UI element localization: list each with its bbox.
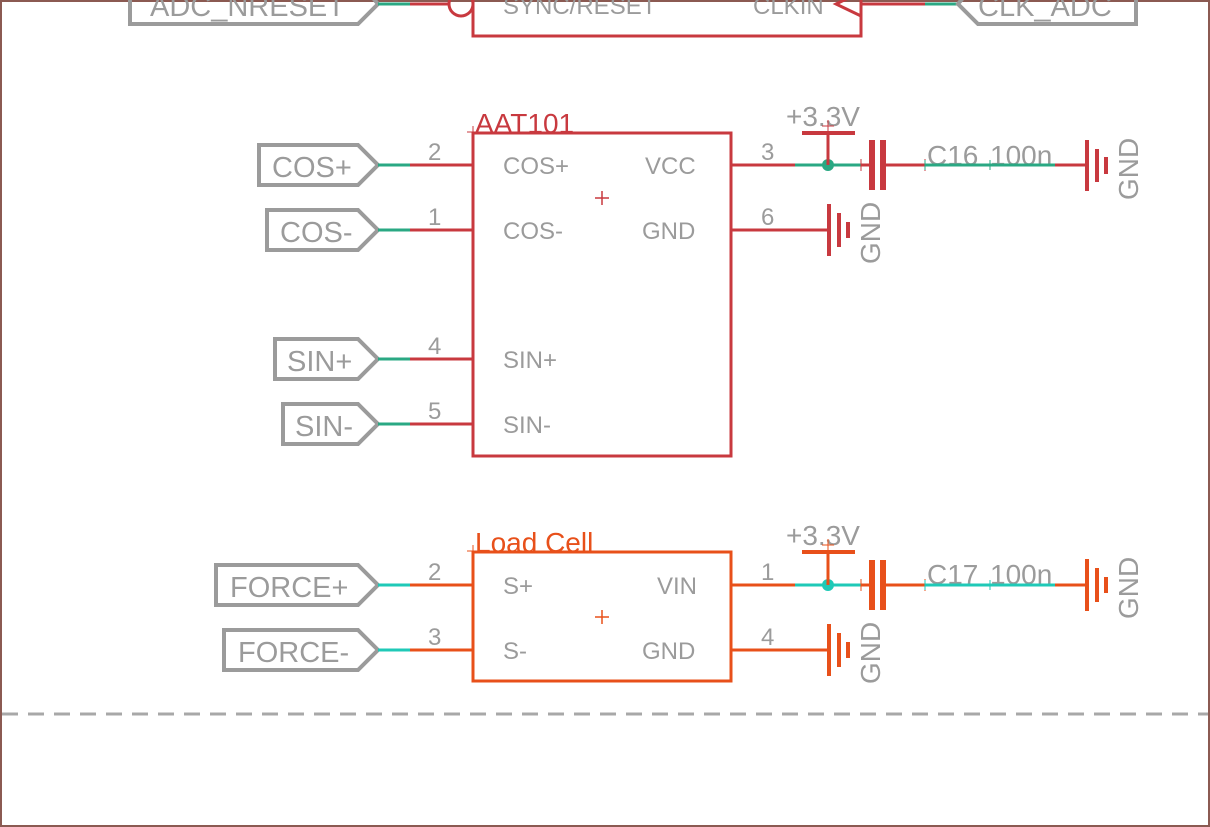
capacitor-c16-plate-1[interactable] <box>869 140 875 190</box>
pin-name-s-neg: S- <box>503 638 527 665</box>
ground-label-aat-pin: GND <box>855 202 886 264</box>
ground-label-c16: GND <box>1113 138 1144 200</box>
ground-symbol-lc-pin-icon <box>827 624 850 676</box>
net-tick-marks-c16 <box>924 160 991 170</box>
net-label-sin-pos: SIN+ <box>287 346 352 378</box>
aat101-part-name: AAT101 <box>475 108 574 139</box>
net-label-sin-neg-flag[interactable] <box>281 402 381 446</box>
net-label-cos-neg: COS- <box>280 217 353 249</box>
net-label-force-neg: FORCE- <box>238 637 349 669</box>
capacitor-c17-plate-1[interactable] <box>869 560 875 610</box>
supply-label-3v3-lc: +3.3V <box>786 520 860 551</box>
pin-number-sin-neg: 5 <box>428 398 441 425</box>
net-label-sin-neg: SIN- <box>295 411 353 443</box>
pin-number-s-pos: 2 <box>428 559 441 586</box>
ground-symbol-c16-icon <box>1085 140 1108 191</box>
net-label-cos-pos-flag[interactable] <box>257 143 381 187</box>
pin-name-sin-neg: SIN- <box>503 412 551 439</box>
pin-number-cos-pos: 2 <box>428 139 441 166</box>
net-label-adc-nreset: ADC_NRESET <box>150 0 345 23</box>
pin-name-cos-pos: COS+ <box>503 153 569 180</box>
pin-name-clkin: CLKIN <box>753 0 824 20</box>
clock-triangle-icon <box>832 0 862 18</box>
net-label-adc-nreset-flag[interactable] <box>128 0 381 26</box>
top-ic-body[interactable] <box>471 0 863 38</box>
pin-number-sin-pos: 4 <box>428 333 441 360</box>
loadcell-body[interactable] <box>471 550 733 683</box>
pin-number-vin: 1 <box>761 559 774 586</box>
net-tick-marks-c17 <box>924 580 991 590</box>
pin-name-vcc: VCC <box>645 153 696 180</box>
net-label-sin-pos-flag[interactable] <box>273 337 381 381</box>
net-label-force-pos: FORCE+ <box>230 572 348 604</box>
net-label-cos-pos: COS+ <box>272 152 352 184</box>
pin-number-gnd-aat: 6 <box>761 204 774 231</box>
supply-label-3v3-aat: +3.3V <box>786 101 860 132</box>
pin-name-vin: VIN <box>657 573 697 600</box>
net-label-force-pos-flag[interactable] <box>214 563 381 607</box>
pin-name-sin-pos: SIN+ <box>503 347 557 374</box>
net-label-force-neg-flag[interactable] <box>222 628 381 672</box>
pin-name-gnd-lc: GND <box>642 638 695 665</box>
pin-number-gnd-lc: 4 <box>761 624 774 651</box>
ground-label-c17: GND <box>1113 557 1144 619</box>
supply-origin-mark-aat <box>822 120 834 132</box>
capacitor-c16-plate-2[interactable] <box>880 140 886 190</box>
aat101-section: AAT101 COS+ 2 COS+ COS- 1 COS- SIN+ 4 SI… <box>257 101 1144 458</box>
pin-number-vcc: 3 <box>761 139 774 166</box>
loadcell-name-origin-mark <box>467 545 479 557</box>
aat101-body[interactable] <box>471 131 733 458</box>
loadcell-part-name: Load Cell <box>475 527 593 558</box>
loadcell-section: Load Cell FORCE+ 2 S+ FORCE- 3 S- VIN 1 … <box>214 520 1144 684</box>
aat101-origin-mark <box>595 191 609 205</box>
pin-number-s-neg: 3 <box>428 624 441 651</box>
inverter-bubble <box>447 0 475 18</box>
ground-label-lc-pin: GND <box>855 622 886 684</box>
pin-name-cos-neg: COS- <box>503 218 563 245</box>
net-label-clk-adc: CLK_ADC <box>978 0 1112 23</box>
pin-name-sync-reset: SYNC/RESET <box>503 0 657 20</box>
pin-number-cos-neg: 1 <box>428 204 441 231</box>
ground-symbol-c17-icon <box>1085 559 1108 611</box>
pin-name-gnd-aat: GND <box>642 218 695 245</box>
capacitor-c17-plate-2[interactable] <box>880 560 886 610</box>
top-partial-section: ADC_NRESET SYNC/RESET CLKIN CLK_ADC <box>128 0 1138 38</box>
pin-name-s-pos: S+ <box>503 573 533 600</box>
ground-symbol-aat-pin-icon <box>827 204 850 256</box>
net-label-clk-adc-flag[interactable] <box>955 0 1138 26</box>
loadcell-origin-mark <box>595 610 609 624</box>
aat101-name-origin-mark <box>467 126 479 138</box>
net-label-cos-neg-flag[interactable] <box>265 208 381 252</box>
supply-origin-mark-lc <box>822 539 834 551</box>
